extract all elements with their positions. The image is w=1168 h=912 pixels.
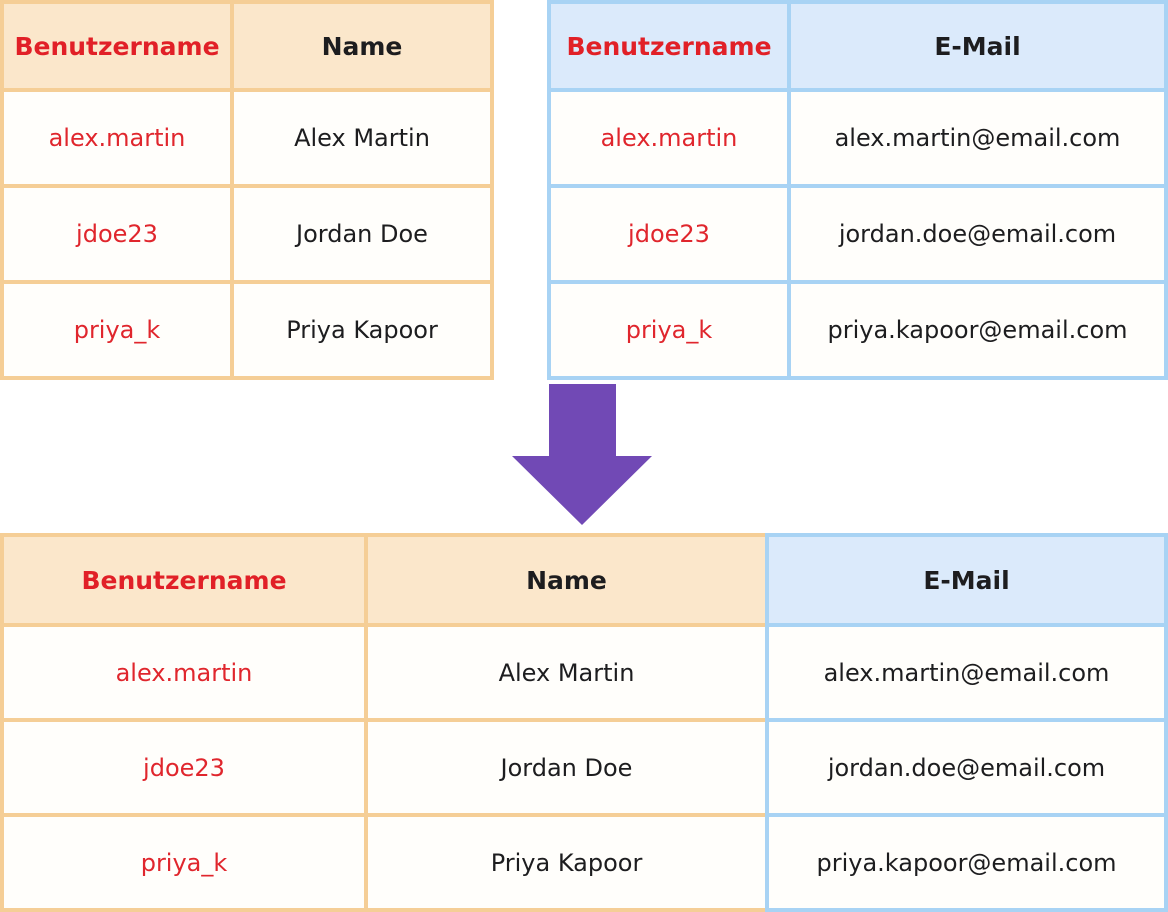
emails-cell-email: priya.kapoor@email.com xyxy=(791,284,1164,376)
users-header-name: Name xyxy=(234,4,490,88)
joined-cell-name: Alex Martin xyxy=(368,627,765,718)
joined-cell-email: alex.martin@email.com xyxy=(769,627,1164,718)
emails-cell-username: jdoe23 xyxy=(551,188,787,280)
users-cell-username: jdoe23 xyxy=(4,188,230,280)
joined-header-benutzername: Benutzername xyxy=(4,537,364,623)
joined-header-email: E-Mail xyxy=(769,537,1164,623)
users-header-benutzername: Benutzername xyxy=(4,4,230,88)
emails-cell-email: alex.martin@email.com xyxy=(791,92,1164,184)
joined-cell-email: jordan.doe@email.com xyxy=(769,722,1164,813)
users-cell-username: priya_k xyxy=(4,284,230,376)
emails-cell-email: jordan.doe@email.com xyxy=(791,188,1164,280)
merge-arrow-icon xyxy=(512,384,652,525)
emails-header-benutzername: Benutzername xyxy=(551,4,787,88)
emails-header-email: E-Mail xyxy=(791,4,1164,88)
joined-cell-name: Priya Kapoor xyxy=(368,817,765,908)
joined-table-left: Benutzername Name alex.martin Alex Marti… xyxy=(0,533,765,912)
joined-header-name: Name xyxy=(368,537,765,623)
emails-table: Benutzername E-Mail alex.martin alex.mar… xyxy=(547,0,1168,380)
emails-cell-username: priya_k xyxy=(551,284,787,376)
users-cell-name: Priya Kapoor xyxy=(234,284,490,376)
joined-table-email-column: E-Mail alex.martin@email.com jordan.doe@… xyxy=(765,533,1168,912)
joined-cell-name: Jordan Doe xyxy=(368,722,765,813)
joined-cell-username: alex.martin xyxy=(4,627,364,718)
joined-cell-username: priya_k xyxy=(4,817,364,908)
users-table: Benutzername Name alex.martin Alex Marti… xyxy=(0,0,494,380)
joined-cell-email: priya.kapoor@email.com xyxy=(769,817,1164,908)
users-cell-name: Alex Martin xyxy=(234,92,490,184)
users-cell-username: alex.martin xyxy=(4,92,230,184)
users-cell-name: Jordan Doe xyxy=(234,188,490,280)
joined-cell-username: jdoe23 xyxy=(4,722,364,813)
emails-cell-username: alex.martin xyxy=(551,92,787,184)
